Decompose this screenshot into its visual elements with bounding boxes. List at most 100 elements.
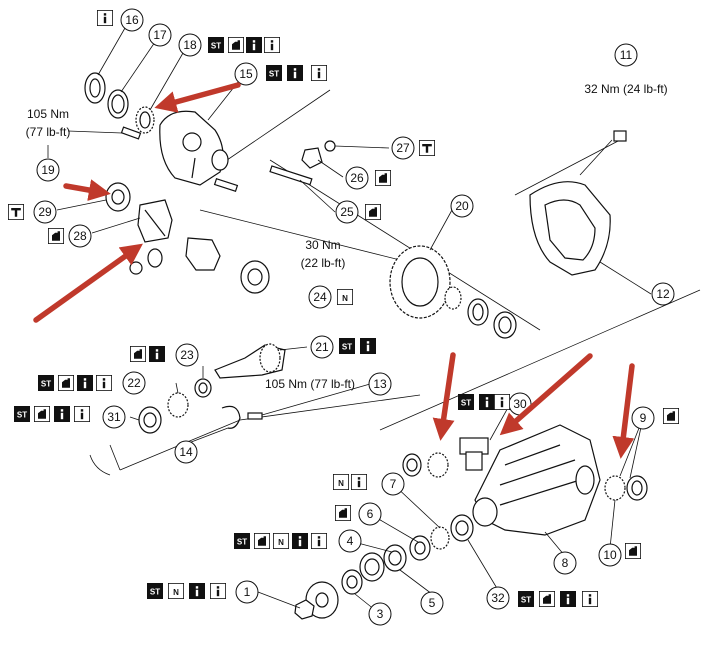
callout-number: 11: [620, 48, 633, 62]
icon-group-32: ST: [517, 591, 598, 607]
st-icon-text: ST: [269, 70, 279, 79]
icon-group-7: N: [333, 474, 367, 490]
info-icon: [97, 10, 113, 26]
red-arrow-bearing-race: [432, 352, 456, 441]
callout-number: 31: [107, 410, 121, 424]
callout-circle: [598, 543, 622, 567]
new-part-icon-text: N: [338, 479, 344, 488]
part-23-washer: [194, 378, 212, 398]
callout-circle: [381, 472, 405, 496]
st-icon-text: ST: [150, 588, 160, 597]
callout-circle: [310, 335, 334, 359]
part-26-pinion: [301, 147, 323, 169]
part-11-bolt: [613, 130, 627, 142]
st-icon-text: ST: [461, 399, 471, 408]
callout-number: 29: [38, 205, 52, 219]
torque-label-24-lbft: (22 lb-ft): [301, 256, 346, 270]
special-tool-icon: [419, 140, 435, 156]
callout-number: 25: [340, 205, 354, 219]
st-icon-text: ST: [41, 380, 51, 389]
st-icon-text: ST: [211, 42, 221, 51]
info-icon: [210, 583, 226, 599]
st-icon-text: ST: [237, 538, 247, 547]
new-part-icon-text: N: [342, 294, 348, 303]
part-14-clip: [221, 405, 241, 429]
info-icon: [494, 394, 510, 410]
lubricant-icon: [663, 408, 679, 424]
callout-number: 18: [183, 38, 197, 52]
callout-circle: [450, 194, 474, 218]
info-icon: [96, 375, 112, 391]
lubricant-icon: [228, 37, 244, 53]
callout-circle: [368, 602, 392, 626]
callout-22: 22: [122, 371, 146, 395]
part-5-washer: [383, 544, 407, 572]
part-7-bearing: [430, 526, 450, 550]
part-28-side-gear: [137, 199, 173, 243]
st-icon-text: ST: [342, 343, 352, 352]
part-25-shaft: [269, 165, 313, 186]
part-bearing-h1: [402, 453, 422, 477]
callout-11: 11: [614, 43, 638, 67]
callout-circle: [420, 591, 444, 615]
info-dark-icon: [246, 37, 262, 53]
part-1-nut: [294, 599, 315, 620]
callout-7: 7: [381, 472, 405, 496]
part-bearing-r3: [493, 311, 517, 339]
callout-circle: [358, 502, 382, 526]
icon-group-26: [375, 170, 391, 186]
callout-number: 22: [127, 376, 141, 390]
callout-number: 32: [491, 591, 505, 605]
part-bearing-r2: [467, 298, 489, 326]
callout-27: 27: [391, 136, 415, 160]
part-21-pinion: [214, 343, 286, 379]
callout-number: 30: [513, 397, 527, 411]
icon-group-10: [625, 543, 641, 559]
callout-1: 1: [235, 580, 259, 604]
callout-28: 28: [68, 224, 92, 248]
callout-circle: [235, 580, 259, 604]
callout-10: 10: [598, 543, 622, 567]
callout-number: 3: [377, 607, 384, 621]
callout-number: 28: [73, 229, 87, 243]
callout-number: 6: [367, 507, 374, 521]
callout-circle: [308, 285, 332, 309]
callout-13: 13: [368, 372, 392, 396]
lubricant-icon: [34, 406, 50, 422]
callout-number: 5: [429, 596, 436, 610]
icon-group-27: [419, 140, 435, 156]
callout-18: 18: [178, 33, 202, 57]
callout-number: 19: [41, 163, 55, 177]
callout-number: 10: [603, 548, 617, 562]
callout-5: 5: [420, 591, 444, 615]
st-icon-text: ST: [17, 411, 27, 420]
info-dark-icon: [479, 394, 495, 410]
part-bearing-r1: [444, 286, 462, 310]
part-31-cup: [138, 406, 162, 434]
red-arrow-bearing-18: [154, 82, 241, 113]
callout-25: 25: [335, 200, 359, 224]
part-13-bolt: [247, 412, 263, 420]
icon-group-29: [8, 204, 24, 220]
callout-32: 32: [486, 586, 510, 610]
info-icon: [311, 65, 327, 81]
callout-20: 20: [450, 194, 474, 218]
lubricant-icon: [58, 375, 74, 391]
icon-group-22: ST: [37, 375, 112, 391]
lubricant-icon: [48, 228, 64, 244]
callout-circle: [36, 158, 60, 182]
torque-label-24-nm: 30 Nm: [305, 238, 340, 252]
torque-label-13: 105 Nm (77 lb-ft): [265, 377, 355, 391]
part-15-diff-case: [159, 110, 229, 186]
callout-number: 14: [179, 445, 193, 459]
callout-24: 24: [308, 285, 332, 309]
red-arrows: [33, 82, 635, 459]
info-icon: [311, 533, 327, 549]
info-dark-icon: [54, 406, 70, 422]
part-20-ring-gear: [389, 245, 451, 319]
part-16-shim: [84, 72, 106, 104]
lubricant-icon: [539, 591, 555, 607]
callout-number: 20: [455, 199, 469, 213]
icon-group-30: ST: [457, 394, 510, 410]
